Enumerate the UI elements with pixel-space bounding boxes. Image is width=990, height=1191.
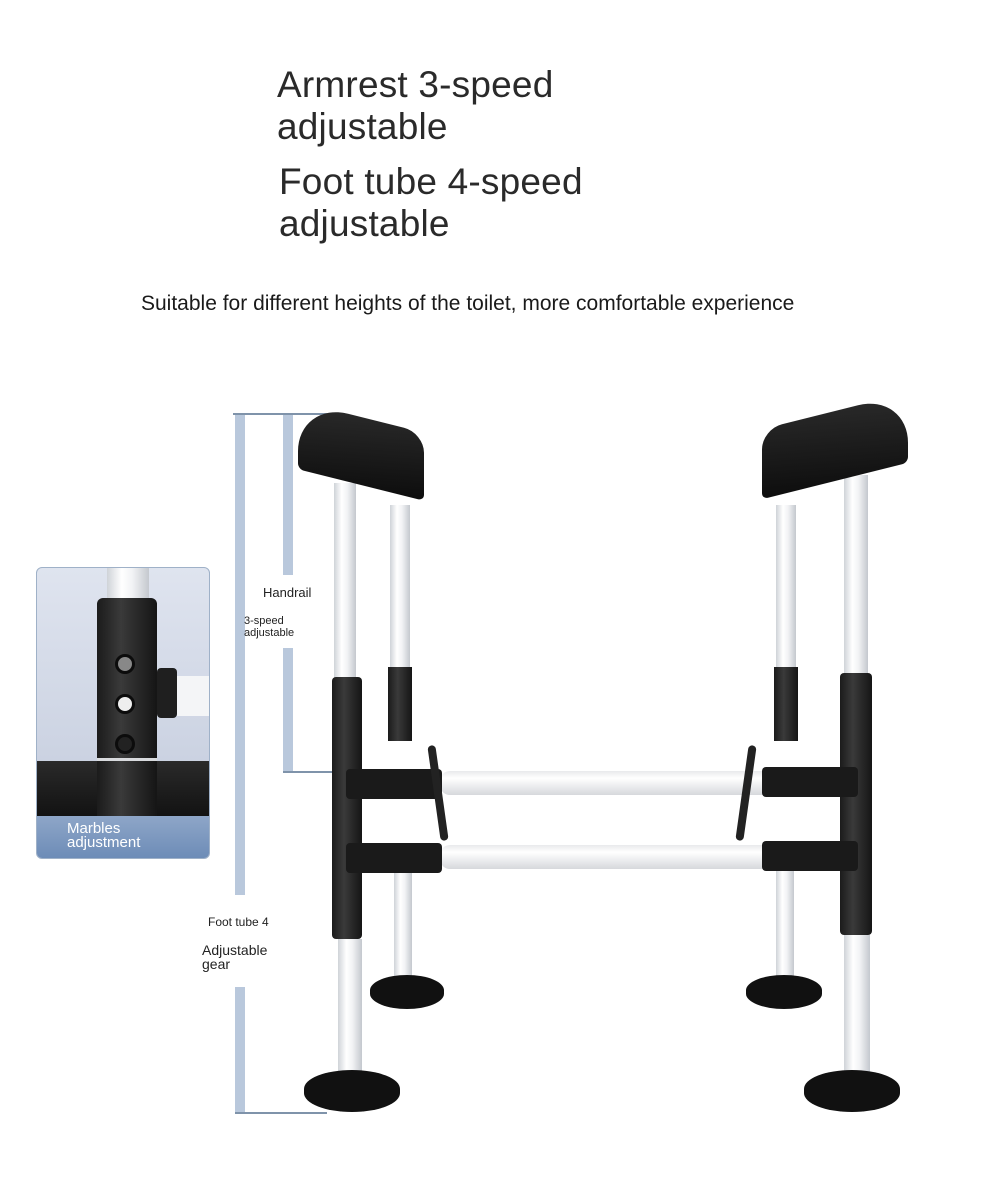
right-front-upper-tube bbox=[844, 475, 868, 681]
inset-hole-2 bbox=[115, 694, 135, 714]
measure-bottom-tick bbox=[235, 1112, 327, 1114]
inset-lower-sleeve bbox=[97, 761, 157, 819]
measure-total-bar-lower bbox=[235, 987, 245, 1113]
measure-handrail-tick bbox=[283, 771, 345, 773]
lower-right-connector bbox=[762, 841, 858, 871]
headline-armrest: Armrest 3-speed adjustable bbox=[277, 64, 554, 148]
left-rear-lower-tube bbox=[394, 845, 412, 985]
left-rear-upper-tube bbox=[390, 505, 410, 675]
right-rear-upper-tube bbox=[776, 505, 796, 675]
product-image bbox=[290, 392, 930, 1125]
callout-foot-line1: Adjustable bbox=[202, 942, 268, 958]
lower-left-connector bbox=[346, 843, 442, 873]
left-rear-foot bbox=[370, 975, 444, 1009]
measure-handrail-bar-upper bbox=[283, 415, 293, 575]
right-front-foot bbox=[804, 1070, 900, 1112]
headline-armrest-line1: Armrest 3-speed bbox=[277, 64, 554, 105]
inset-silver-ring bbox=[97, 758, 157, 761]
measure-handrail-bar-lower bbox=[283, 648, 293, 771]
subtitle: Suitable for different heights of the to… bbox=[141, 292, 795, 315]
headline-armrest-line2: adjustable bbox=[277, 106, 448, 147]
lower-cross-rail bbox=[440, 845, 770, 869]
inset-black-sleeve bbox=[97, 598, 157, 758]
right-rear-foot bbox=[746, 975, 822, 1009]
callout-handrail-desc: 3-speed adjustable bbox=[244, 615, 294, 639]
headline-foot-tube: Foot tube 4-speed adjustable bbox=[279, 161, 583, 245]
right-rear-lower-tube bbox=[776, 845, 794, 985]
callout-handrail-line1: 3-speed bbox=[244, 615, 284, 627]
headline-foot-line2: adjustable bbox=[279, 203, 450, 244]
measure-top-tick bbox=[233, 413, 345, 415]
inset-detail-card: Marbles adjustment bbox=[36, 567, 210, 859]
right-armrest-pad bbox=[762, 392, 908, 500]
inset-bracket bbox=[157, 668, 177, 718]
callout-handrail-line2: adjustable bbox=[244, 627, 295, 639]
left-rear-sleeve bbox=[388, 667, 412, 741]
inset-hole-1 bbox=[115, 654, 135, 674]
inset-hole-3 bbox=[115, 734, 135, 754]
left-front-lower-tube bbox=[338, 939, 362, 1075]
right-front-sleeve bbox=[840, 673, 872, 935]
right-front-lower-tube bbox=[844, 935, 870, 1075]
inset-caption: Marbles adjustment bbox=[37, 816, 209, 858]
left-front-upper-tube bbox=[334, 483, 356, 683]
inset-caption-line2: adjustment bbox=[67, 834, 141, 851]
right-rear-sleeve bbox=[774, 667, 798, 741]
left-front-foot bbox=[304, 1070, 400, 1112]
callout-foot-desc: Adjustable gear bbox=[202, 943, 267, 971]
headline-foot-line1: Foot tube 4-speed bbox=[279, 161, 583, 202]
inset-white-tube bbox=[107, 568, 149, 600]
left-front-sleeve bbox=[332, 677, 362, 939]
callout-handrail-title: Handrail bbox=[263, 585, 312, 600]
callout-foot-line2: gear bbox=[202, 956, 231, 972]
upper-right-connector bbox=[762, 767, 858, 797]
upper-cross-rail bbox=[440, 771, 770, 795]
left-armrest-pad bbox=[298, 401, 424, 501]
inset-caption-line1: Marbles bbox=[67, 820, 121, 837]
upper-left-connector bbox=[346, 769, 442, 799]
measure-total-bar bbox=[235, 415, 245, 895]
inset-bracket-white bbox=[177, 676, 209, 716]
callout-foot-title: Foot tube 4 bbox=[208, 915, 269, 929]
